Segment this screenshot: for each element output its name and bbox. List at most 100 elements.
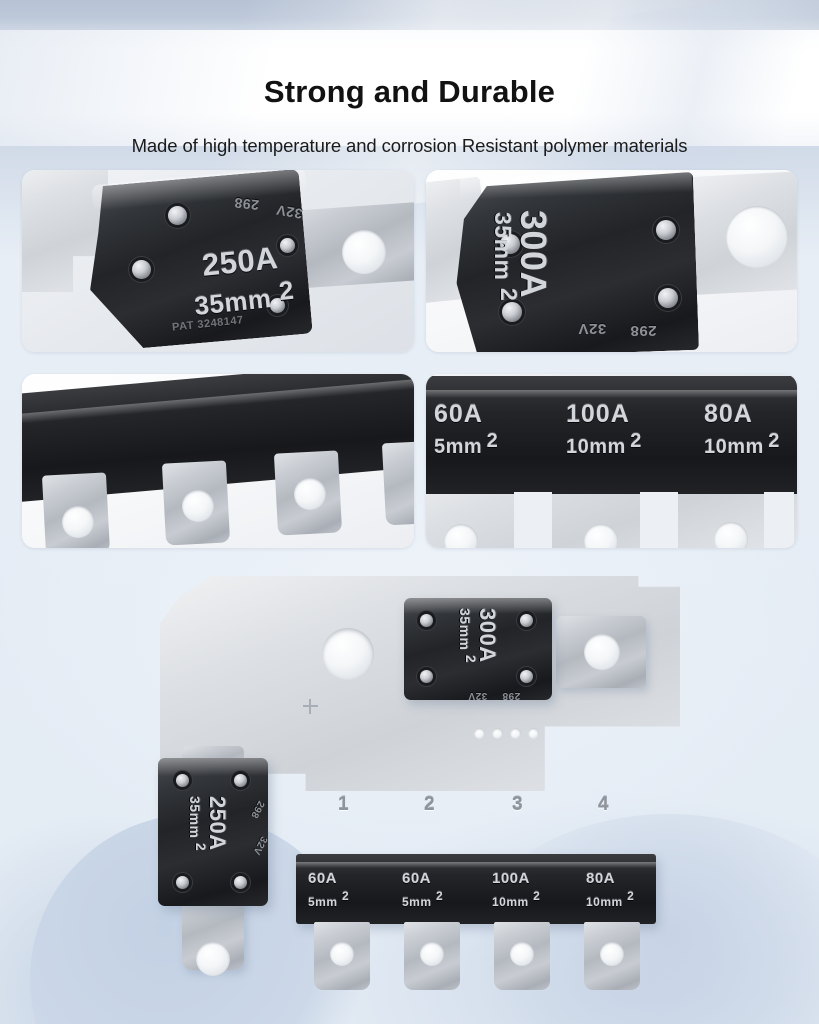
fuse300-screw-tl [420, 614, 433, 627]
fuse-300a-voltage: 32V [468, 690, 488, 701]
strip-hole-3 [714, 522, 748, 548]
fuse-area-superscript: 2 [277, 274, 296, 307]
strip-blade-hole-2 [420, 942, 444, 966]
screw-right-bottom [658, 288, 678, 308]
fuse-250a-area-group: 35mm 2 [185, 796, 209, 851]
strip-area-group: 5mm 2 [308, 889, 349, 911]
header-banner: Strong and Durable Made of high temperat… [0, 30, 819, 156]
fuse-300a-code: 298 [502, 690, 521, 701]
fuse-250a-area: 35mm [186, 796, 203, 839]
busbar-number-1: 1 [338, 794, 349, 815]
strip-area: 5mm [308, 895, 338, 910]
fuse250-screw-br [234, 876, 247, 889]
screw-bottom-left [132, 260, 151, 279]
fuse-amp-rating: 80A [704, 400, 753, 428]
strip-area: 5mm [402, 895, 432, 910]
strip-gloss [426, 390, 797, 398]
fuse250-screw-tr [234, 774, 247, 787]
fuse-area-rating: 5mm [434, 436, 483, 459]
strip-area-sup: 2 [627, 889, 635, 903]
strip-gap-3 [764, 492, 794, 548]
page-subtitle: Made of high temperature and corrosion R… [131, 135, 688, 156]
strip-area: 10mm [586, 895, 623, 910]
busbar-small-hole-2 [492, 728, 503, 739]
fuse250-bottom-hole [196, 942, 230, 976]
panel-closeup-block-terminals [22, 374, 414, 548]
photo-multi-fuse: 60A 5mm 2 100A 10mm 2 80A 10mm 2 [426, 374, 797, 548]
fuse-area-superscript: 2 [486, 430, 499, 452]
fuse-strip-body [296, 854, 656, 924]
fuse-250a-area-sup: 2 [193, 842, 209, 852]
fuse-area-rating: 10mm [566, 436, 626, 459]
panel-closeup-250a: 250A 35mm 2 298 32V PAT 3248147 [22, 170, 414, 352]
strip-amp: 100A [492, 870, 530, 887]
fuse300-right-hole [584, 634, 620, 670]
strip-area-sup: 2 [533, 889, 541, 903]
fuse-amp-rating: 60A [434, 400, 483, 428]
terminal-hole-3 [294, 478, 326, 510]
strip-amp: 60A [308, 870, 338, 887]
screw-bottom-right [270, 298, 285, 313]
terminal-blade-4 [381, 440, 414, 526]
fuse-strip-body [426, 376, 797, 494]
fuse250-screw-tl [176, 774, 189, 787]
busbar-main-hole [322, 628, 374, 680]
strip-amp: 60A [402, 870, 432, 887]
fuse300-screw-br [520, 670, 533, 683]
photo-250a: 250A 35mm 2 298 32V PAT 3248147 [22, 170, 414, 352]
fuse-area-group: 5mm 2 [434, 430, 498, 459]
strip-gap-1 [514, 492, 552, 548]
strip-area-group: 5mm 2 [402, 889, 443, 911]
terminal-hole-2 [182, 490, 214, 522]
fuse-code: 298 [233, 194, 260, 214]
fuse-voltage: 32V [578, 320, 607, 337]
fuse-300a-gloss [404, 598, 552, 614]
fuse-area-group: 10mm 2 [566, 430, 642, 459]
fuse-area-superscript: 2 [496, 287, 522, 302]
composition-busbar-assembly: 1 2 3 4 300A 35mm 2 32V 298 250A [0, 560, 819, 1024]
fuse300-screw-bl [420, 670, 433, 683]
fuse-area-superscript: 2 [768, 430, 780, 452]
fuse-area-rating: 10mm [704, 436, 764, 459]
busbar-number-2: 2 [424, 794, 435, 815]
fuse-strip-gloss [296, 862, 656, 868]
page-title: Strong and Durable [263, 74, 556, 109]
fuse-250a-gloss [158, 758, 268, 776]
busbar-number-4: 4 [598, 794, 609, 815]
panel-closeup-300a: 300A 35mm 2 32V 298 [426, 170, 797, 352]
busbar-small-hole-4 [528, 728, 539, 739]
fuse-area-rating: 35mm [489, 212, 516, 281]
fuse-300a-area-sup: 2 [463, 654, 479, 664]
photo-block-terminals [22, 374, 414, 548]
fuse-area-group: 10mm 2 [704, 430, 780, 459]
busbar-cross-mark-v [309, 699, 311, 714]
strip-blade-hole-4 [600, 942, 624, 966]
fuse-300a-area: 35mm [456, 608, 473, 651]
strip-hole-1 [444, 524, 478, 548]
fuse-amp-rating: 100A [566, 400, 630, 428]
screw-top-right [280, 238, 295, 253]
screw-top-left [168, 206, 187, 225]
busbar-small-hole-1 [474, 728, 485, 739]
terminal-hole-1 [62, 506, 94, 538]
fuse300-screw-tr [520, 614, 533, 627]
panel-closeup-multi-fuse: 60A 5mm 2 100A 10mm 2 80A 10mm 2 [426, 374, 797, 548]
strip-hole-2 [584, 524, 618, 548]
strip-area-group: 10mm 2 [492, 889, 540, 911]
fuse250-screw-bl [176, 876, 189, 889]
fuse-code: 298 [630, 322, 657, 339]
strip-blade-hole-3 [510, 942, 534, 966]
strip-area-sup: 2 [341, 889, 350, 903]
fuse-area-rating-group: 35mm 2 [489, 212, 522, 302]
screw-left-top [500, 234, 520, 254]
fuse-300a-area-group: 35mm 2 [455, 608, 479, 663]
strip-area-sup: 2 [435, 889, 444, 903]
fuse-area-superscript: 2 [630, 430, 642, 452]
strip-area: 10mm [492, 895, 529, 910]
strip-gap-2 [640, 492, 678, 548]
screw-left-bottom [502, 302, 522, 322]
busbar-small-hole-3 [510, 728, 521, 739]
photo-300a: 300A 35mm 2 32V 298 [426, 170, 797, 352]
screw-right-top [656, 220, 676, 240]
